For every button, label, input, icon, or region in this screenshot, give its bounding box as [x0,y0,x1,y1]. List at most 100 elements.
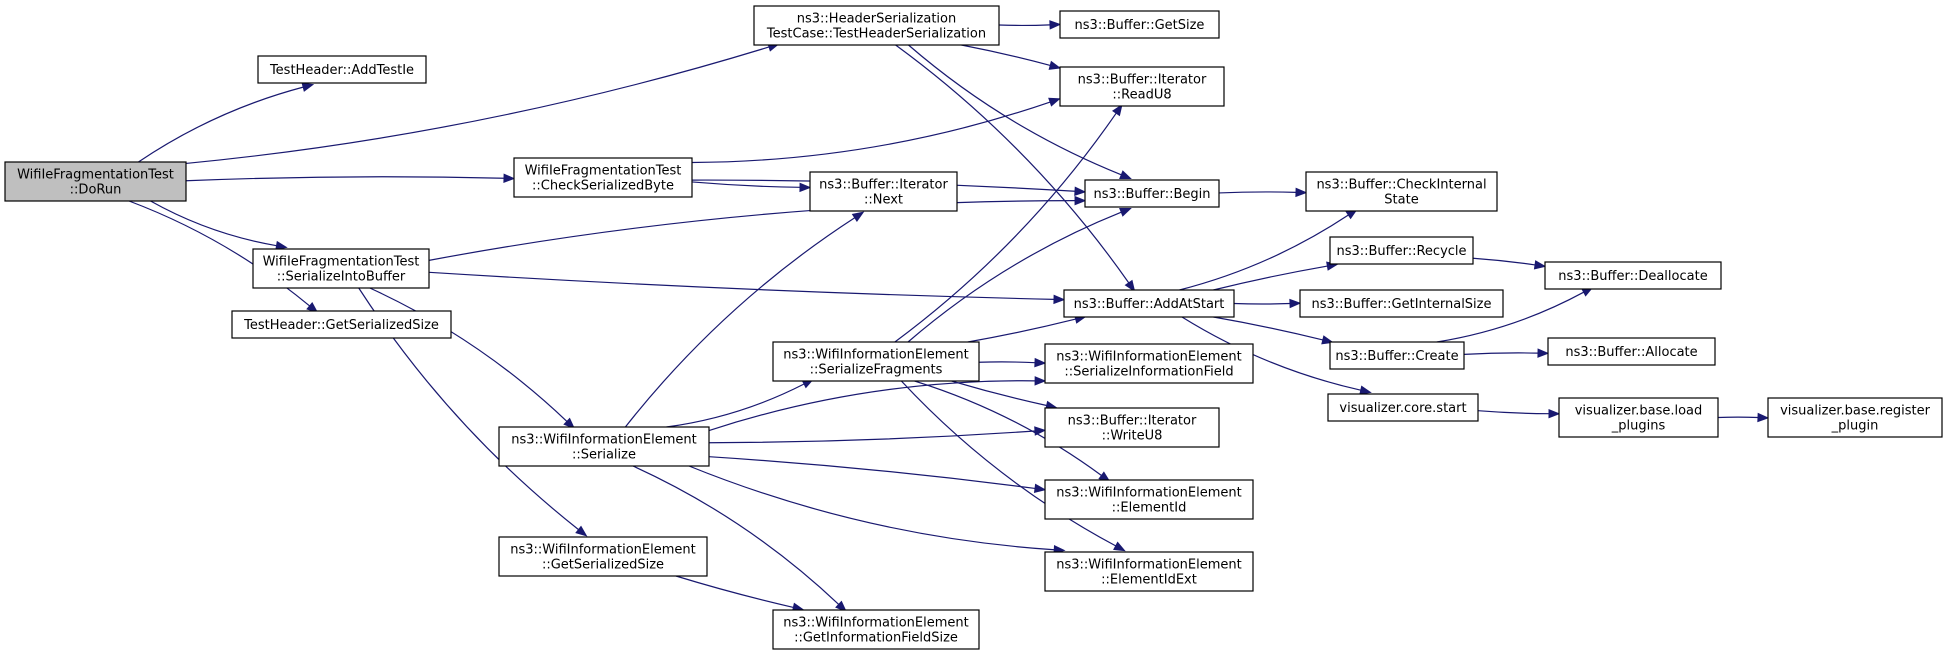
edge-line [907,211,1122,343]
node-addtestie[interactable]: TestHeader::AddTestIe [257,55,427,84]
edge-line [185,46,770,165]
edge-checkbyte-to-readu8 [691,97,1061,164]
node-label-line: ns3::Buffer::AddAtStart [1074,297,1225,312]
edge-line [185,176,505,182]
arrowhead-icon [1124,279,1136,293]
node-label-line: ns3::Buffer::GetInternalSize [1312,297,1492,312]
arrowhead-icon [1537,348,1550,358]
edge-line [691,101,1051,164]
node-hdrser[interactable]: ns3::HeaderSerializationTestCase::TestHe… [753,5,1000,46]
node-getsersize[interactable]: TestHeader::GetSerializedSize [231,310,452,339]
edge-serfrag-to-begin [907,207,1132,343]
edge-line [150,200,277,247]
node-label-line: ns3::Buffer::Allocate [1565,345,1697,360]
node-serfrag[interactable]: ns3::WifiInformationElement::SerializeFr… [772,341,980,382]
node-label-line: ::SerializeFragments [810,363,943,378]
edge-vcstart-to-loadplugins [1477,408,1561,419]
node-getinfofieldsize[interactable]: ns3::WifiInformationElement::GetInformat… [772,609,980,650]
edge-line [967,318,1076,343]
node-wiserialize[interactable]: ns3::WifiInformationElement::Serialize [498,426,710,467]
node-elementidext[interactable]: ns3::WifiInformationElement::ElementIdEx… [1044,551,1254,592]
node-regplugin[interactable]: visualizer.base.register_plugin [1767,397,1943,438]
node-box [1305,171,1498,212]
node-label-line: ns3::Buffer::Recycle [1336,244,1466,259]
node-box [1044,343,1254,384]
node-box [1084,179,1220,208]
arrowhead-icon [1289,298,1302,309]
arrowhead-icon [1757,412,1770,423]
edge-wiserialize-to-next [624,211,865,428]
arrowhead-icon [1033,483,1047,494]
node-dealloc[interactable]: ns3::Buffer::Deallocate [1544,261,1722,290]
node-recycle[interactable]: ns3::Buffer::Recycle [1329,236,1474,265]
node-box [772,609,980,650]
edge-wiserialize-to-writeu8 [708,426,1047,444]
node-addatstart[interactable]: ns3::Buffer::AddAtStart [1063,289,1235,318]
edge-line [1233,302,1291,305]
node-create[interactable]: ns3::Buffer::Create [1329,341,1465,370]
arrowhead-icon [1053,294,1066,305]
node-readu8[interactable]: ns3::Buffer::Iterator::ReadU8 [1059,66,1225,107]
node-label-line: visualizer.base.load [1575,404,1703,419]
node-box [1767,397,1943,438]
node-label-line: TestHeader::AddTestIe [269,63,414,78]
node-allocate[interactable]: ns3::Buffer::Allocate [1547,337,1716,366]
edge-wiserialize-to-serfrag [666,378,815,428]
arrowhead-icon [1034,357,1047,368]
node-elementid[interactable]: ns3::WifiInformationElement::ElementId [1044,479,1254,520]
edge-addatstart-to-vcstart [1181,316,1372,395]
edge-line [978,361,1036,364]
node-box [753,5,1000,46]
node-box [1329,236,1474,265]
arrowhead-icon [563,417,576,430]
node-next[interactable]: ns3::Buffer::Iterator::Next [809,171,958,212]
node-label-line: ns3::Buffer::Iterator [1068,414,1197,429]
node-label-line: ::CheckSerializedByte [532,179,674,194]
edge-line [894,112,1117,343]
edge-line [1472,257,1536,266]
node-wigetsersize[interactable]: ns3::WifiInformationElement::GetSerializ… [498,536,708,577]
edge-dorun-to-addtestie [138,82,315,163]
node-label-line: ns3::WifiInformationElement [1056,558,1242,573]
node-label-line: ns3::Buffer::CheckInternal [1316,178,1486,193]
node-box [4,161,187,202]
node-box [257,55,427,84]
edge-line [900,380,1117,547]
node-label-line: ns3::HeaderSerialization [797,12,956,27]
node-box [498,536,708,577]
node-getinternalsize[interactable]: ns3::Buffer::GetInternalSize [1299,289,1504,318]
node-bufgetsize[interactable]: ns3::Buffer::GetSize [1059,10,1220,39]
edge-line [1218,191,1297,194]
node-dorun[interactable]: WifiIeFragmentationTest::DoRun [4,161,187,202]
node-vcstart[interactable]: visualizer.core.start [1327,393,1479,422]
edge-line [708,380,1036,432]
arrowhead-icon [851,211,865,222]
node-label-line: ns3::WifiInformationElement [510,543,696,558]
node-serbuf[interactable]: WifiIeFragmentationTest::SerializeIntoBu… [252,248,430,289]
edge-line [666,383,805,428]
arrowhead-icon [1533,260,1547,270]
edge-checkbyte-to-next [691,181,812,193]
edge-line [369,287,568,422]
node-label-line: WifiIeFragmentationTest [17,168,174,183]
node-writeu8[interactable]: ns3::Buffer::Iterator::WriteU8 [1044,407,1220,448]
edge-addatstart-to-recycle [1213,261,1339,291]
node-label-line: ns3::Buffer::Iterator [1078,73,1207,88]
edge-line [624,217,856,428]
node-label-line: ns3::WifiInformationElement [1056,486,1242,501]
node-checkbyte[interactable]: WifiIeFragmentationTest::CheckSerialized… [513,157,693,198]
node-serinfofield[interactable]: ns3::WifiInformationElement::SerializeIn… [1044,343,1254,384]
edge-line [1436,291,1584,343]
node-label-line: ns3::Buffer::Deallocate [1558,269,1707,284]
edge-serfrag-to-serinfofield [978,357,1047,368]
node-box [1044,551,1254,592]
node-label-line: TestCase::TestHeaderSerialization [766,27,986,42]
arrowhead-icon [575,525,588,537]
node-begin[interactable]: ns3::Buffer::Begin [1084,179,1220,208]
edge-line [914,380,1102,476]
node-loadplugins[interactable]: visualizer.base.load_plugins [1558,397,1719,438]
node-box [252,248,430,289]
edge-line [908,44,1122,176]
